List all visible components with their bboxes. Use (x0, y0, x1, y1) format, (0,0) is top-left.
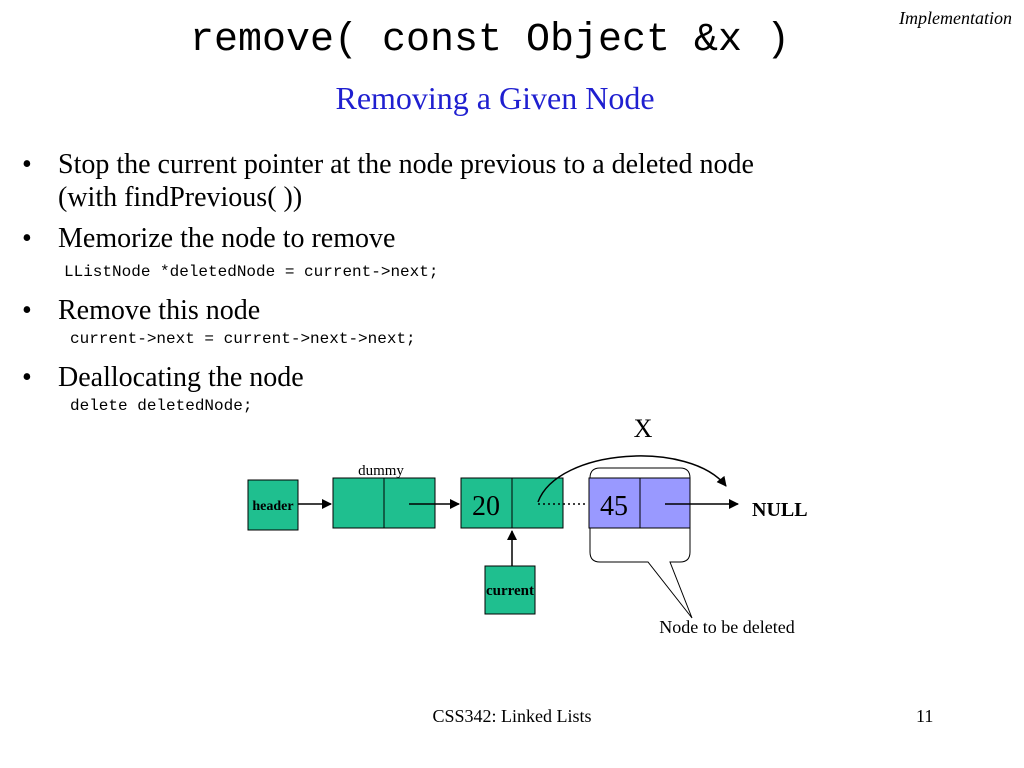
bullet-marker: • (22, 223, 32, 254)
footer-course: CSS342: Linked Lists (432, 706, 592, 726)
null-label: NULL (752, 499, 808, 521)
slide-title: remove( const Object &x ) (189, 18, 791, 63)
bypass-arrow (537, 455, 727, 503)
bullet-text-continued: (with findPrevious( )) (58, 182, 303, 213)
bullet-text: Remove this node (58, 295, 261, 326)
callout-label: Node to be deleted (659, 617, 794, 637)
code-line: delete deletedNode; (70, 397, 253, 415)
bullet-marker: • (22, 362, 32, 393)
bullet-text: Stop the current pointer at the node pre… (58, 149, 754, 180)
bullet-item: • Memorize the node to remove (22, 222, 982, 255)
page-number: 11 (916, 706, 934, 726)
slide-subtitle: Removing a Given Node (335, 80, 655, 116)
dummy-label: dummy (358, 463, 404, 479)
x-mark: X (634, 414, 653, 443)
section-label: Implementation (899, 8, 1012, 28)
node-45-value: 45 (600, 491, 628, 522)
linked-list-diagram: header dummy 20 45 NULL X current Node t… (247, 414, 808, 637)
bullet-marker: • (22, 295, 32, 326)
node-20-value: 20 (472, 491, 500, 522)
bullet-item: • Deallocating the node (22, 361, 982, 394)
code-line: current->next = current->next->next; (70, 330, 416, 348)
code-line: LListNode *deletedNode = current->next; (64, 263, 439, 281)
current-pointer (484, 565, 536, 615)
bullet-item: • Stop the current pointer at the node p… (22, 148, 982, 214)
bullet-item: • Remove this node (22, 294, 982, 327)
bullet-list: • Stop the current pointer at the node p… (22, 148, 982, 416)
header-label: header (252, 499, 293, 514)
bullet-text: Deallocating the node (58, 362, 304, 393)
header-node (247, 479, 299, 531)
bullet-marker: • (22, 149, 32, 180)
current-label: current (486, 583, 534, 599)
bullet-text: Memorize the node to remove (58, 223, 396, 254)
